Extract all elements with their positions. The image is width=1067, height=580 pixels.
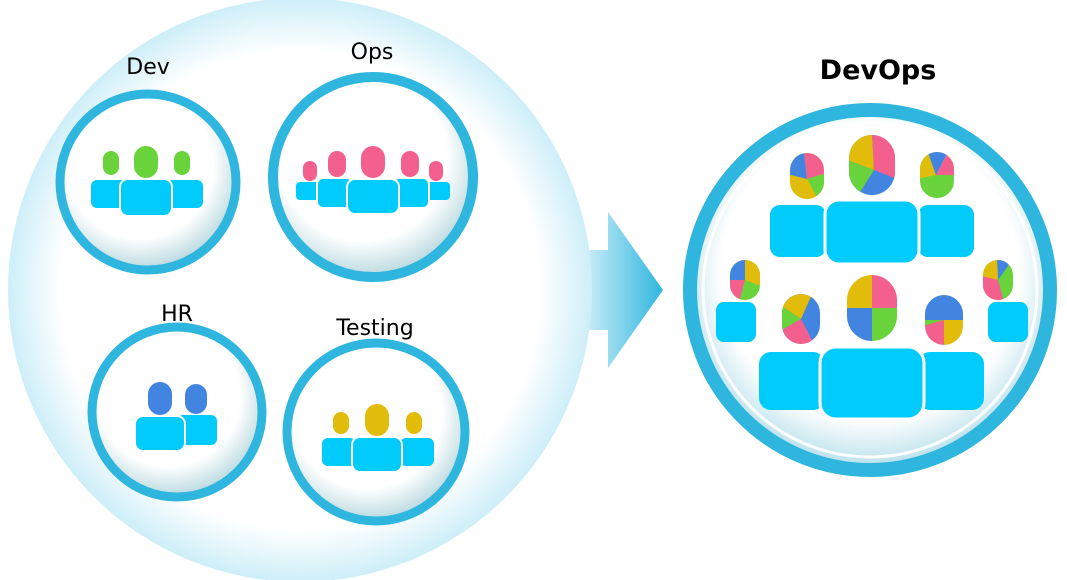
group-label-hr: HR <box>161 302 193 327</box>
group-label-ops: Ops <box>350 40 394 65</box>
people-icon-testing <box>322 404 434 473</box>
group-ops <box>268 72 478 282</box>
group-testing <box>282 338 470 526</box>
result-label-devops: DevOps <box>819 55 937 86</box>
devops-member-head <box>730 260 760 300</box>
people-icon-ops <box>296 146 450 215</box>
group-dev <box>55 89 241 275</box>
group-label-dev: Dev <box>126 55 170 80</box>
people-icon-dev <box>91 146 203 217</box>
departments-bubble <box>8 0 592 580</box>
devops-member-head <box>983 260 1013 300</box>
devops-member-head <box>782 294 820 344</box>
group-hr <box>87 322 267 502</box>
devops-member-head <box>790 153 824 199</box>
people-icon-hr <box>134 382 217 452</box>
group-devops <box>683 103 1057 477</box>
group-label-testing: Testing <box>336 316 414 341</box>
devops-member-head <box>920 152 954 198</box>
devops-member-head <box>925 295 963 345</box>
